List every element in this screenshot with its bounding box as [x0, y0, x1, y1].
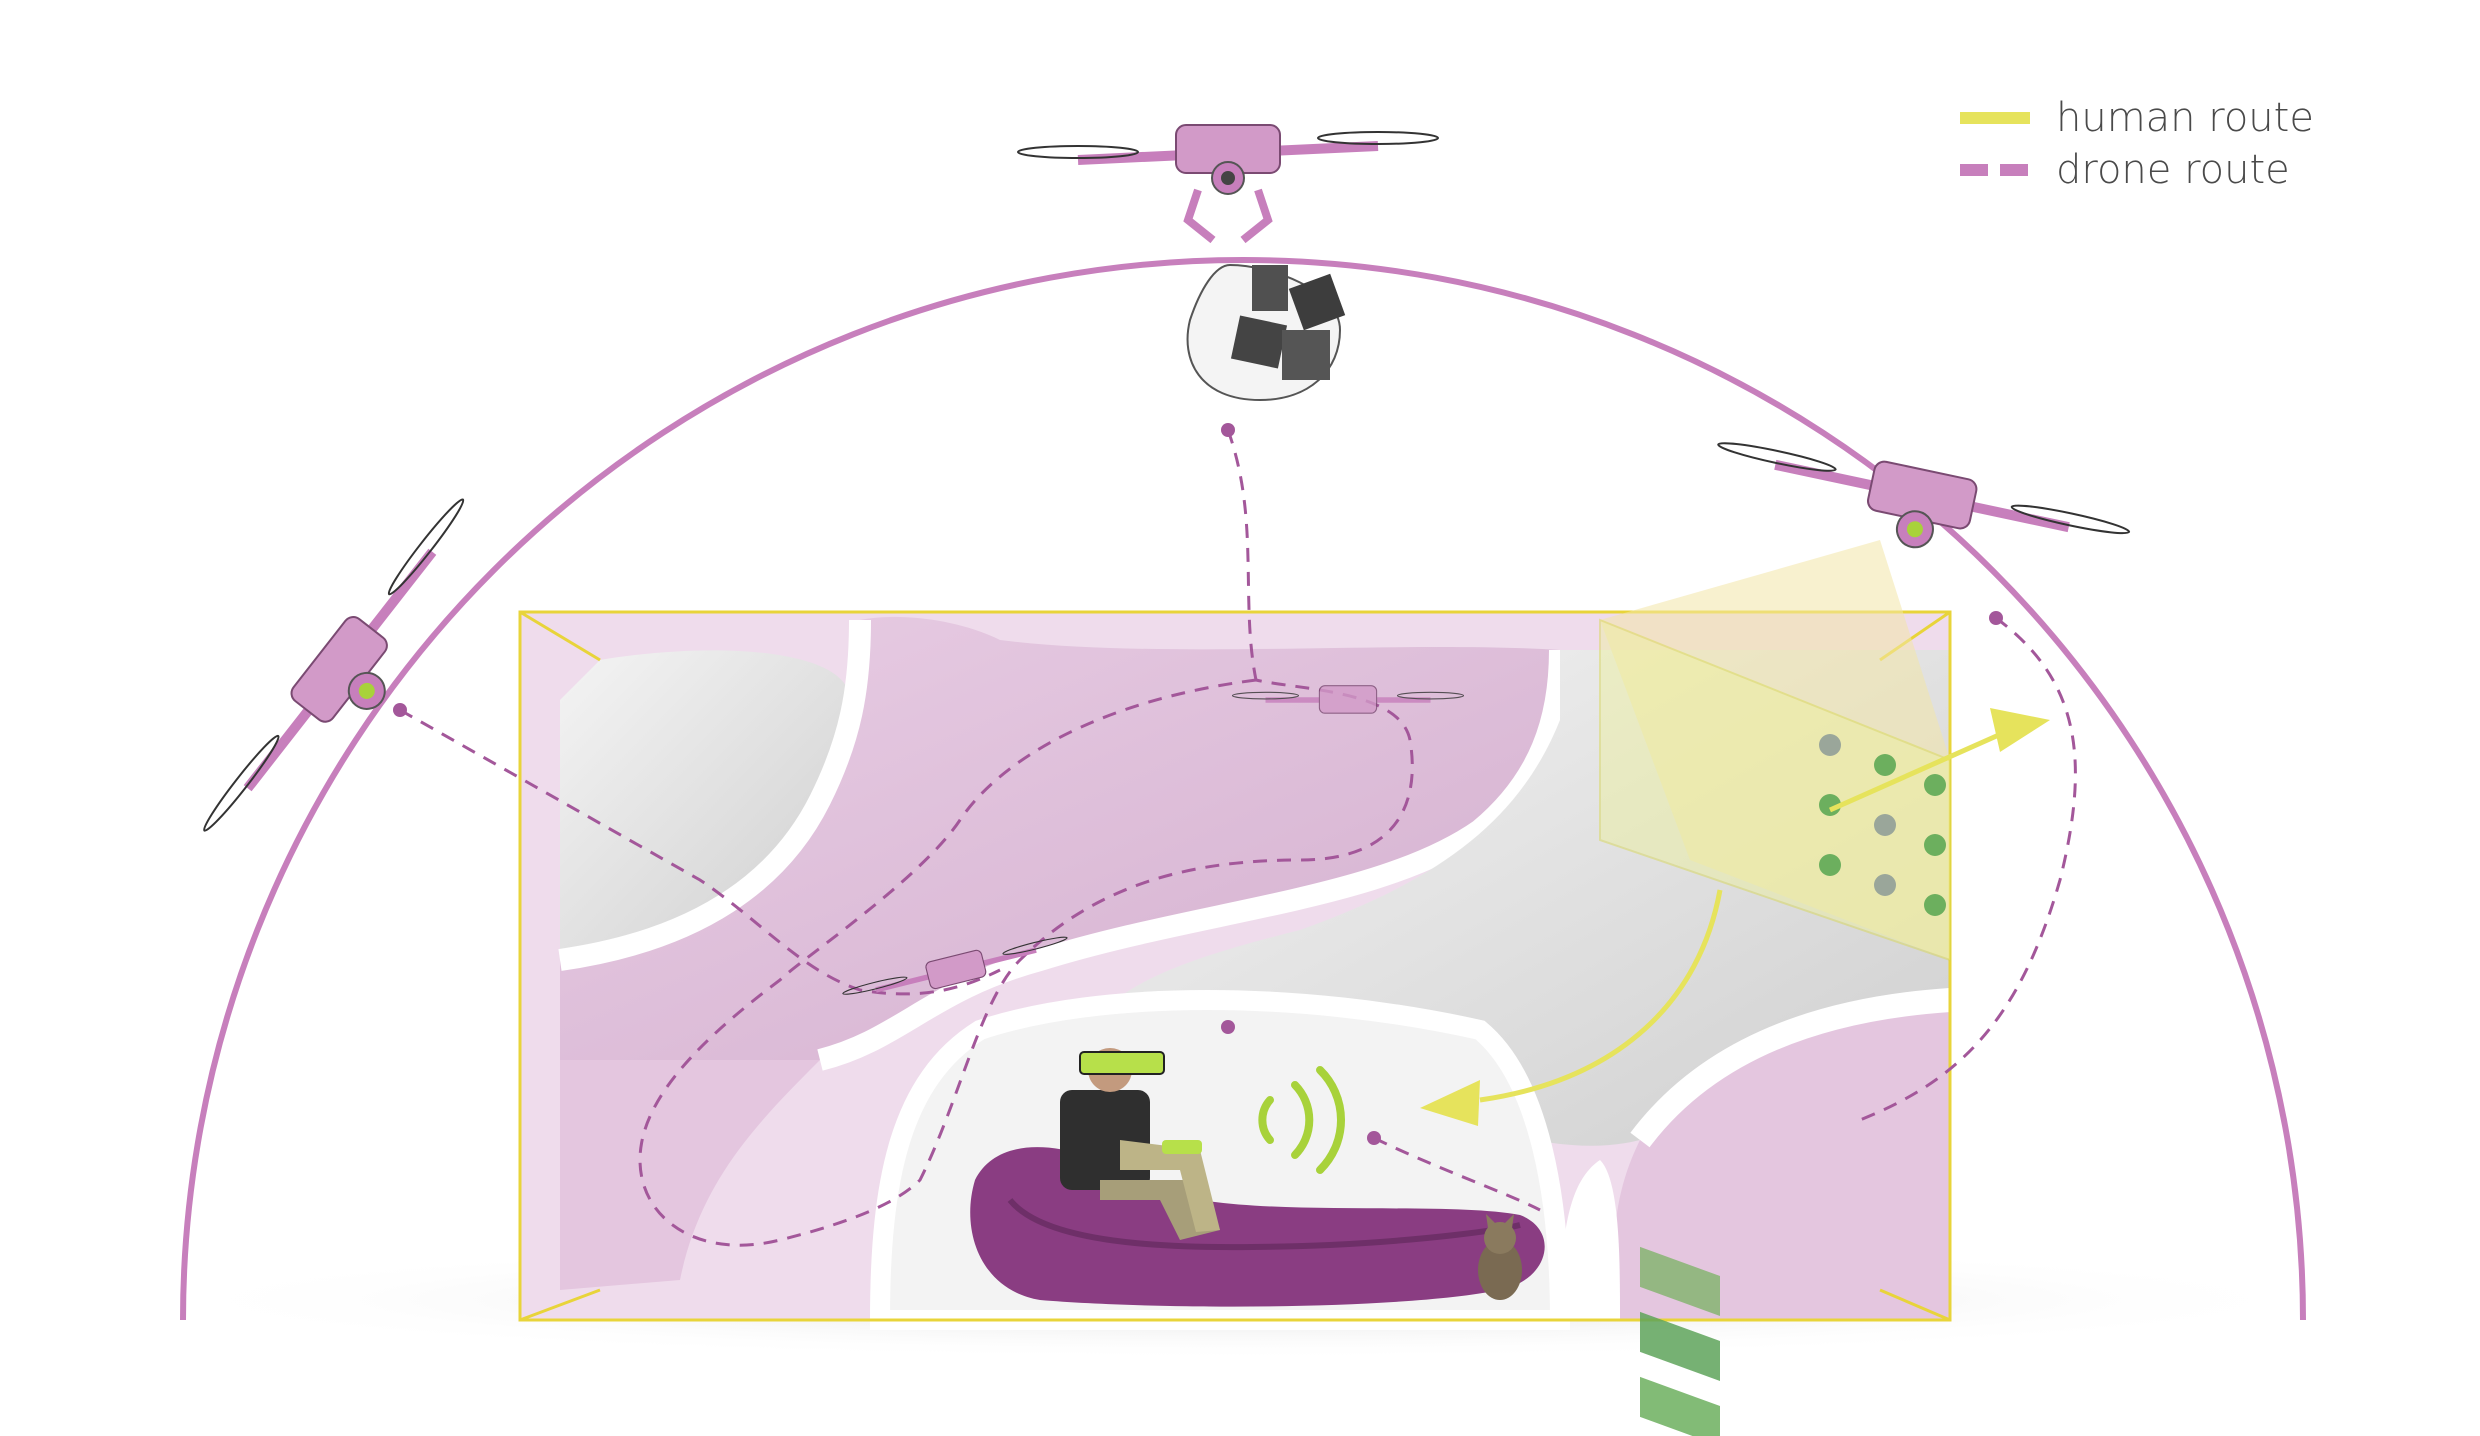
drone-icon: [203, 498, 465, 832]
legend-item-human-route: human route: [1960, 92, 2314, 144]
drone-icon: [842, 936, 1068, 995]
dome-arc: [180, 257, 2306, 1321]
arrow-head-left: [1420, 1080, 1480, 1126]
legend: human route drone route: [1960, 92, 2314, 196]
drone-icon: [1017, 124, 1439, 244]
route-dots: [393, 423, 2003, 1145]
human-route-lines: [1479, 727, 2012, 1103]
person-vr-icon: [1060, 1048, 1220, 1240]
drone-icon: [1231, 685, 1465, 714]
drone-icon: [1717, 442, 2131, 549]
control-panel-icon: [1599, 540, 1951, 1436]
arrow-head-right: [1990, 708, 2050, 752]
legend-label: human route: [2056, 95, 2314, 141]
legend-label: drone route: [2056, 147, 2290, 193]
legend-item-drone-route: drone route: [1960, 144, 2314, 196]
signal-icon: [1258, 1066, 1346, 1174]
cat-icon: [1478, 1214, 1522, 1300]
human-route-swatch: [1960, 112, 2030, 124]
package-net-icon: [1186, 263, 1346, 402]
drone-route-swatch: [1960, 164, 2030, 176]
